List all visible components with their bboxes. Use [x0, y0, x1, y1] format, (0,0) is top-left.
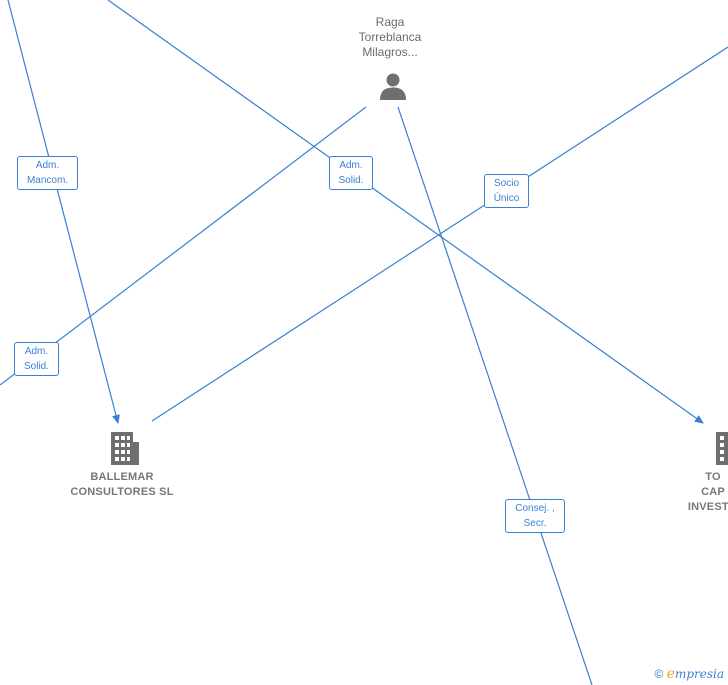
brand-e: e [666, 666, 675, 682]
person-name-line-2: Torreblanca [358, 30, 422, 44]
empresia-watermark: © empresia [654, 666, 724, 682]
edge-top-to-partial-company [107, 0, 704, 424]
edge-label-line: Secr. [523, 518, 547, 529]
edge-label-socio-unico[interactable]: Socio Único [484, 174, 529, 208]
partial-company-label[interactable]: TO CAP INVESTM [668, 470, 728, 515]
edge-label-line: Solid. [338, 175, 364, 186]
edge-label-adm-solid-left[interactable]: Adm. Solid. [14, 342, 59, 376]
person-name-line-3: Milagros... [362, 45, 418, 59]
edge-label-adm-mancom[interactable]: Adm. Mancom. [17, 156, 78, 190]
building-icon[interactable] [108, 430, 140, 466]
edge-label-line: Adm. [35, 160, 60, 171]
edge-label-line: Socio [493, 178, 519, 189]
edge-top-left-to-ballemar [7, 0, 120, 424]
partial-company-line-1: TO [705, 471, 721, 483]
brand-name: mpresia [674, 667, 724, 681]
building-icon[interactable] [713, 430, 728, 466]
partial-company-line-2: CAP [701, 486, 725, 498]
ballemar-name-line-1: BALLEMAR [90, 471, 154, 483]
edge-label-line: Solid. [23, 361, 49, 372]
person-name-line-1: Raga [375, 15, 405, 29]
ballemar-name-line-2: CONSULTORES SL [70, 486, 174, 498]
copyright-symbol: © [654, 667, 664, 681]
edge-label-line: Único [493, 193, 520, 204]
edge-label-line: Adm. [24, 346, 49, 357]
edge-label-adm-solid-top[interactable]: Adm. Solid. [329, 156, 373, 190]
edge-label-consej-secr[interactable]: Consej. , Secr. [505, 499, 565, 533]
edge-label-line: Adm. [339, 160, 363, 171]
edge-label-line: Mancom. [26, 175, 69, 186]
partial-company-line-3: INVESTM [687, 501, 728, 513]
edge-person-to-bottom [397, 106, 593, 685]
edge-person-to-left [0, 106, 367, 386]
edge-label-line: Consej. , [515, 503, 555, 514]
person-name[interactable]: Raga Torreblanca Milagros... [330, 15, 450, 60]
ballemar-label[interactable]: BALLEMAR CONSULTORES SL [52, 470, 192, 500]
person-icon[interactable] [378, 71, 408, 101]
